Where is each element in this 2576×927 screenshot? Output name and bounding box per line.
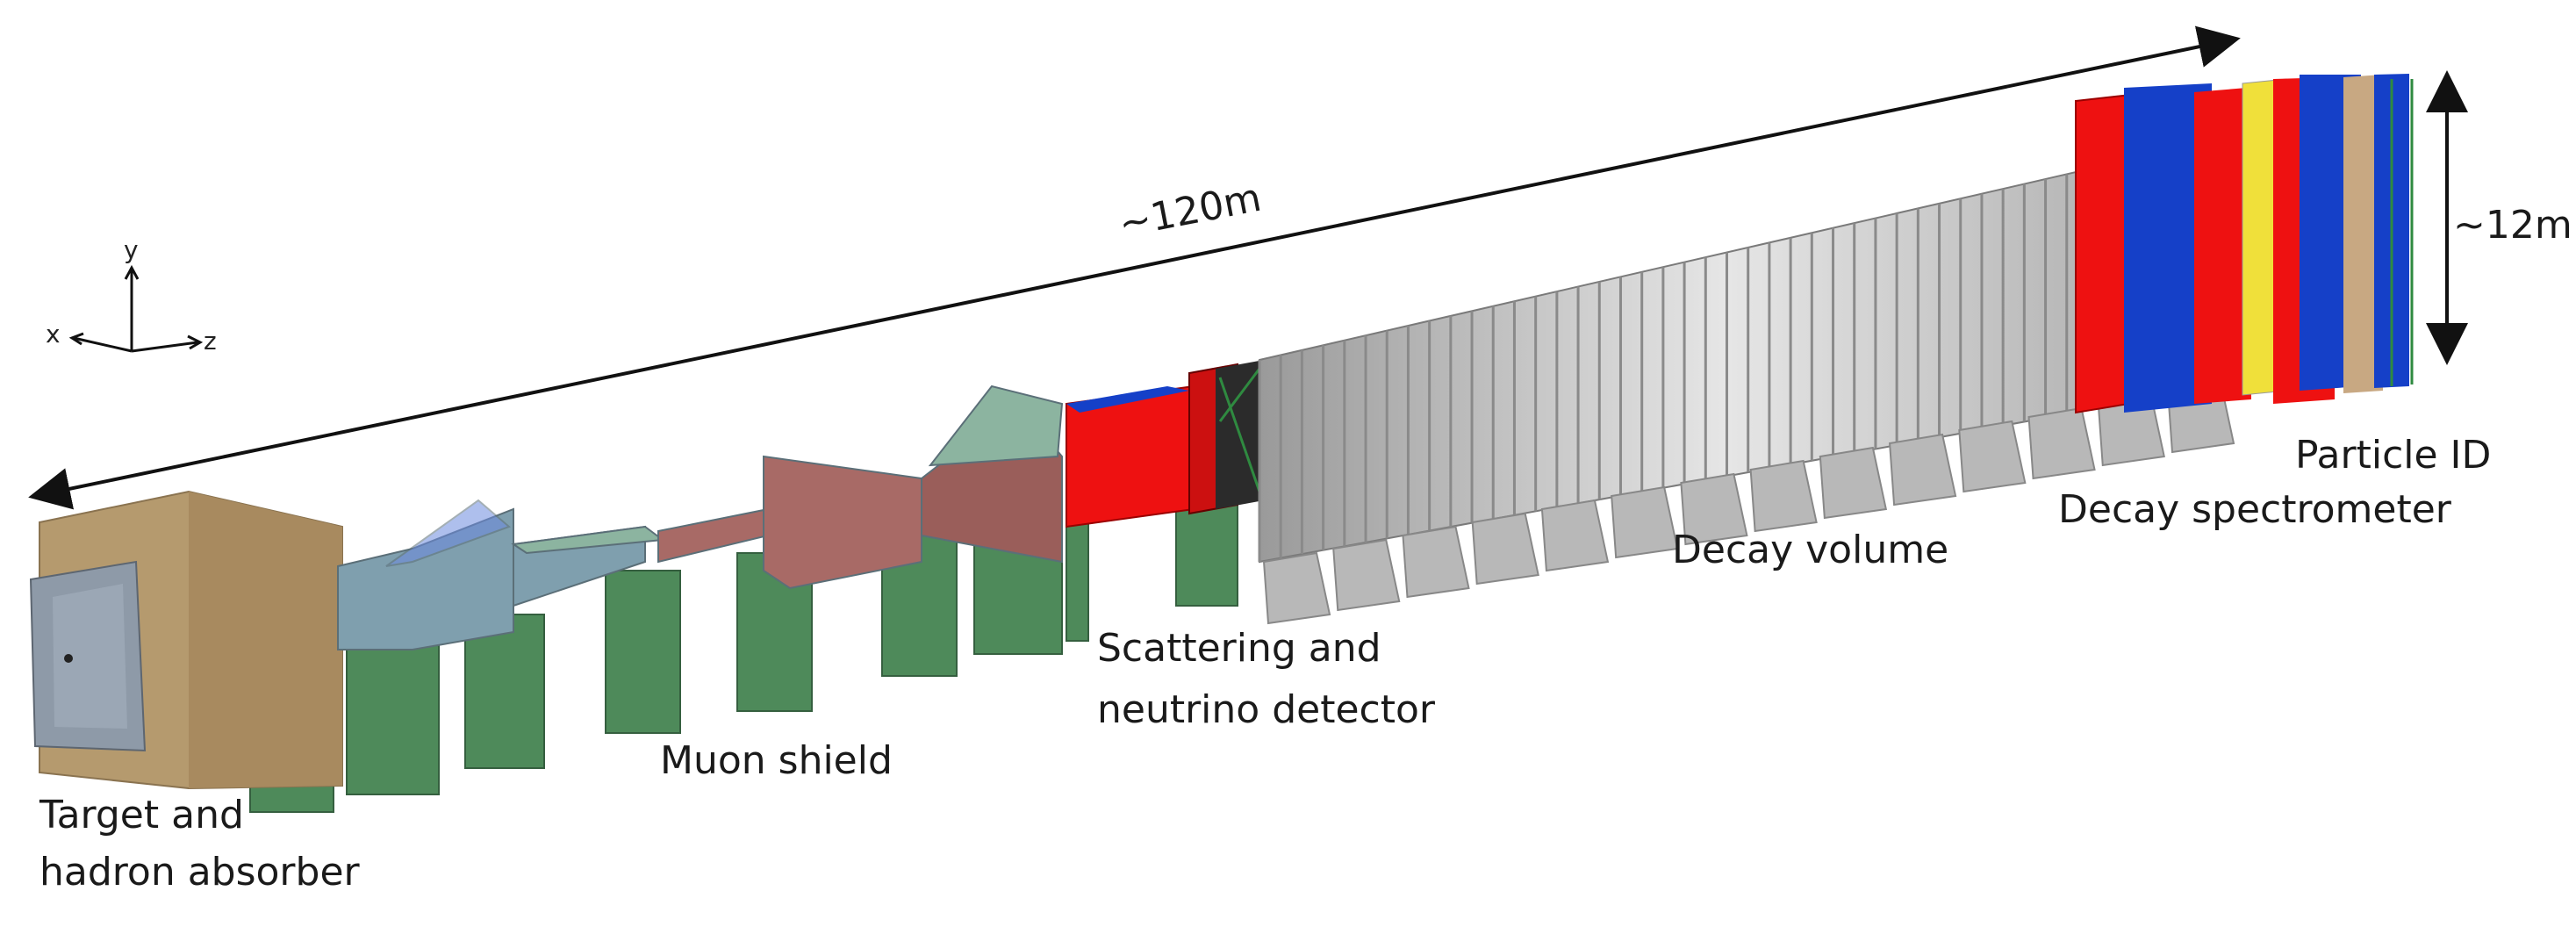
axis-triad-icon bbox=[68, 264, 204, 353]
neutrino-detector bbox=[1066, 360, 1264, 528]
decay-volume-support bbox=[1262, 551, 1331, 625]
muon-shield bbox=[337, 384, 1064, 650]
axis-x-label: x bbox=[46, 320, 61, 349]
length-arrow bbox=[28, 25, 2241, 510]
muon-shield-label: Muon shield bbox=[660, 738, 893, 783]
target-label-line1: Target and bbox=[39, 793, 244, 837]
decay-volume-support bbox=[1749, 459, 1818, 533]
axis-z-label: z bbox=[204, 327, 217, 356]
decay-volume-support bbox=[2027, 406, 2096, 480]
decay-volume bbox=[1258, 143, 2235, 625]
target-label-line2: hadron absorber bbox=[39, 850, 360, 895]
decay-volume-support bbox=[1402, 525, 1470, 599]
decay-volume-support bbox=[1471, 512, 1539, 586]
decay-volume-support bbox=[1611, 485, 1679, 559]
decay-volume-support bbox=[1680, 472, 1748, 546]
axis-y-label: y bbox=[124, 235, 139, 264]
decay-volume-support bbox=[1958, 420, 2027, 493]
decay-volume-support bbox=[1819, 446, 1888, 520]
support-pillars bbox=[249, 499, 1238, 813]
scattering-label-line1: Scattering and bbox=[1097, 626, 1381, 671]
height-label: ~12m bbox=[2453, 203, 2572, 248]
decay-spectrometer-label: Decay spectrometer bbox=[2058, 487, 2451, 532]
decay-volume-support bbox=[1889, 433, 1957, 507]
particle-id-label: Particle ID bbox=[2295, 433, 2492, 478]
decay-volume-label: Decay volume bbox=[1672, 528, 1949, 572]
particle-id-detector bbox=[2343, 74, 2414, 393]
decay-volume-support bbox=[1332, 538, 1401, 612]
decay-volume-support bbox=[1540, 499, 1610, 572]
scattering-label-line2: neutrino detector bbox=[1097, 687, 1435, 732]
decay-spectrometer bbox=[2075, 75, 2361, 414]
target-absorber bbox=[29, 490, 343, 790]
